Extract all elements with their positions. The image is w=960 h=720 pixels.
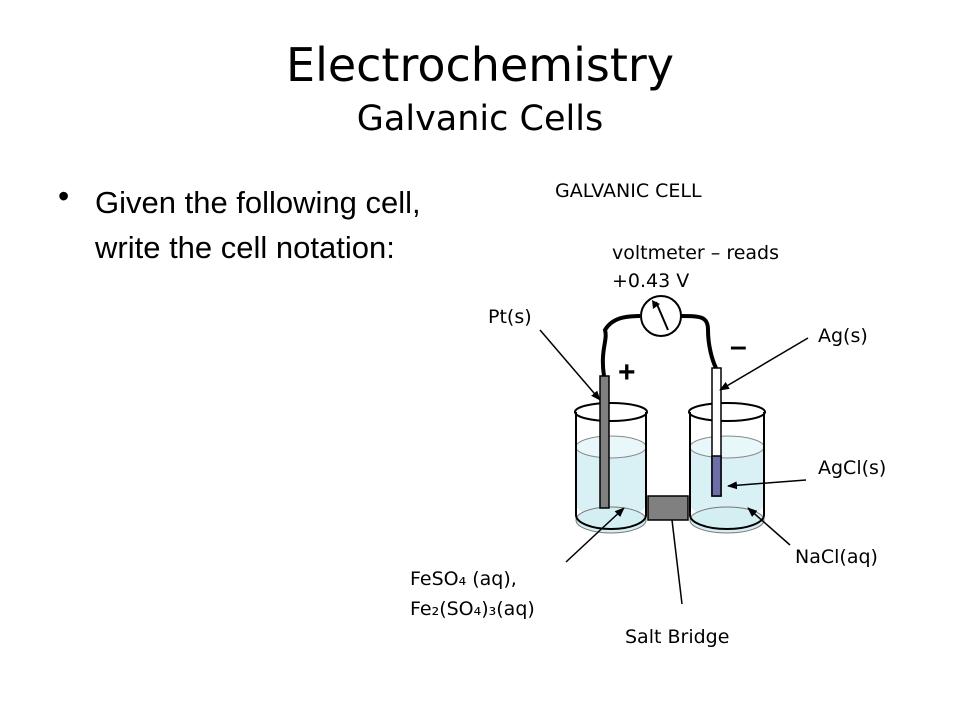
voltmeter-label-line1: voltmeter – reads: [612, 242, 780, 264]
salt-bridge-label: Salt Bridge: [625, 626, 730, 648]
pt-electrode: [599, 375, 610, 509]
agcl-arrow: [727, 479, 807, 490]
agcl-label: AgCl(s): [818, 457, 887, 479]
right-wire: [679, 314, 718, 369]
solution-arrow: [565, 507, 625, 563]
left-beaker: [574, 402, 648, 534]
minus-sign: –: [730, 330, 747, 363]
solution-label-line1: FeSO₄ (aq),: [410, 568, 517, 590]
ag-arrow: [719, 337, 809, 391]
voltmeter-label-line2: +0.43 V: [612, 270, 690, 292]
left-wire: [600, 314, 641, 377]
nacl-arrow: [747, 507, 791, 546]
agcl-coating: [711, 455, 722, 497]
voltmeter-icon: [640, 295, 682, 337]
bullet-text: Given the following cell, write the cell…: [95, 185, 421, 265]
solution-label-line2: Fe₂(SO₄)₃(aq): [410, 598, 535, 620]
bullet-dot-icon: •: [58, 178, 70, 214]
pt-label: Pt(s): [488, 306, 532, 328]
diagram-heading: GALVANIC CELL: [555, 180, 702, 202]
ag-label: Ag(s): [818, 325, 868, 347]
nacl-label: NaCl(aq): [795, 546, 878, 568]
pt-arrow: [539, 329, 601, 401]
slide-title: Electrochemistry: [286, 38, 674, 92]
slide-subtitle: Galvanic Cells: [356, 99, 604, 139]
plus-sign: +: [618, 356, 636, 389]
salt-bridge-arrow: [671, 519, 683, 605]
salt-bridge: [647, 495, 689, 521]
